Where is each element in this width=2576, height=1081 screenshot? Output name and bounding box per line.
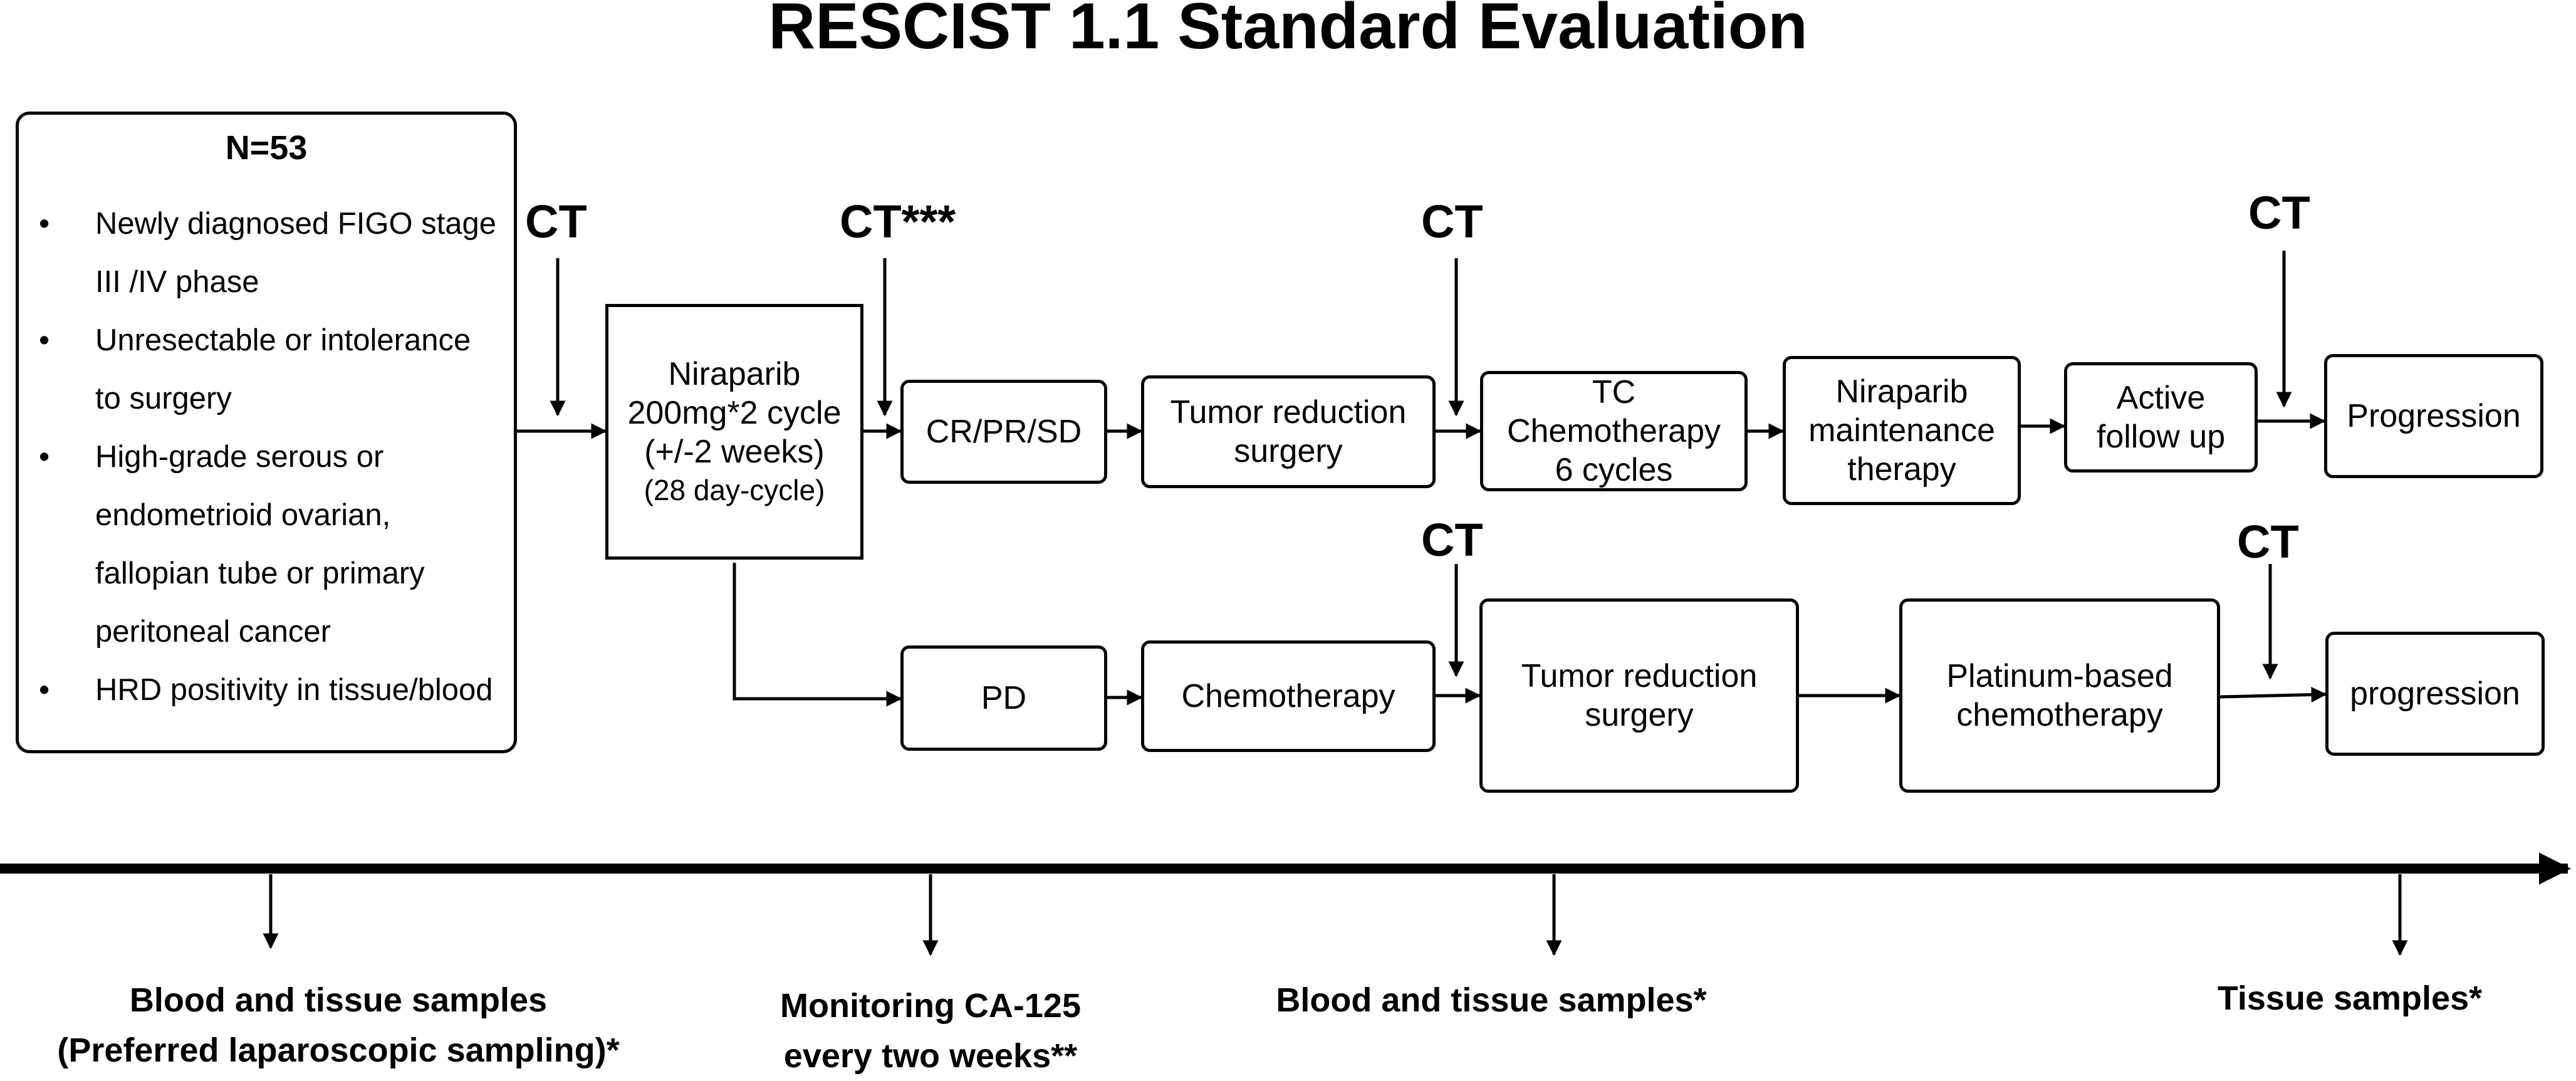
tc-chemotherapy-box: TC Chemotherapy 6 cycles — [1480, 371, 1748, 491]
sample-label-baseline: Blood and tissue samples (Preferred lapa… — [57, 981, 620, 1069]
sample-label-surgery: Blood and tissue samples* — [1276, 981, 1707, 1019]
niraparib-dose-text: Niraparib 200mg*2 cycle (+/-2 weeks) — [627, 356, 842, 470]
progression-box-1: Progression — [2324, 354, 2543, 478]
criterion-line: Newly diagnosed FIGO stage — [95, 207, 497, 241]
progression-box-2: progression — [2325, 632, 2545, 756]
ct-label-3: CT — [1421, 196, 1483, 248]
tumor-reduction-surgery-box-2: Tumor reduction surgery — [1479, 598, 1799, 793]
sample-label-progression: Tissue samples* — [2217, 979, 2483, 1017]
criterion-line: fallopian tube or primary — [95, 556, 425, 590]
bullet-marker: • — [39, 673, 50, 707]
ct-label-4: CT — [1421, 514, 1483, 566]
diagram-title: RESCIST 1.1 Standard Evaluation — [768, 0, 1808, 63]
active-follow-up-box: Active follow up — [2064, 362, 2258, 473]
ct-label-1: CT — [525, 196, 587, 248]
sample-label-ca125: Monitoring CA-125 every two weeks** — [780, 987, 1081, 1075]
criterion-line: III /IV phase — [95, 265, 259, 299]
arrow-platinum-to-progression — [2219, 687, 2327, 703]
chemotherapy-box: Chemotherapy — [1141, 640, 1436, 752]
eligibility-criterion: • HRD positivity in tissue/blood — [33, 661, 508, 719]
response-crprsd-box: CR/PR/SD — [900, 380, 1107, 484]
bullet-marker: • — [39, 207, 50, 241]
tumor-reduction-surgery-box-1: Tumor reduction surgery — [1141, 375, 1436, 488]
bullet-marker: • — [39, 440, 50, 474]
niraparib-induction-box: Niraparib 200mg*2 cycle (+/-2 weeks) (28… — [605, 304, 863, 560]
cycle-length-text: (28 day-cycle) — [644, 474, 825, 506]
criterion-line: peritoneal cancer — [95, 615, 331, 649]
platinum-chemotherapy-box: Platinum-based chemotherapy — [1899, 598, 2220, 793]
arrow-niraparib-to-pd — [733, 563, 902, 707]
criterion-line: HRD positivity in tissue/blood — [95, 673, 493, 707]
eligibility-criterion: • High-grade serous or endometrioid ovaria… — [33, 428, 508, 661]
ct-label-2: CT*** — [840, 196, 956, 248]
criterion-line: to surgery — [95, 382, 232, 415]
criterion-line: High-grade serous or — [95, 440, 384, 474]
sample-size-label: N=53 — [225, 129, 308, 167]
criterion-line: endometrioid ovarian, — [95, 498, 391, 532]
ct-label-6: CT — [2237, 516, 2299, 568]
ct-label-5: CT — [2248, 187, 2310, 239]
criterion-line: Unresectable or intolerance — [95, 323, 471, 357]
eligibility-criterion: • Unresectable or intolerance to surgery — [33, 311, 508, 428]
bullet-marker: • — [39, 323, 50, 357]
pd-box: PD — [900, 645, 1107, 751]
niraparib-maintenance-box: Niraparib maintenance therapy — [1783, 356, 2021, 505]
